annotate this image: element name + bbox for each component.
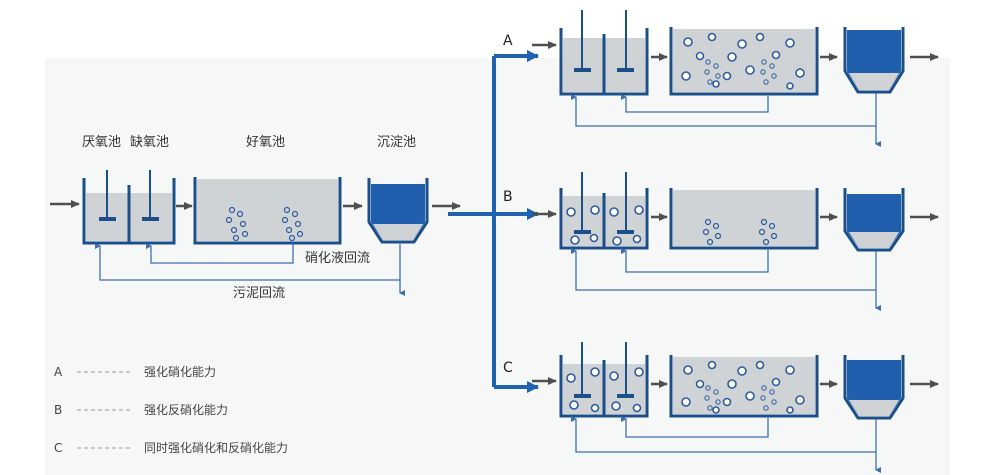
branch-c-nitrate-recycle bbox=[621, 416, 769, 438]
mixer-icon bbox=[617, 342, 634, 398]
aerobic-fill bbox=[197, 179, 338, 241]
aeration-bubble-icon bbox=[681, 32, 805, 90]
nitrate-recycle-line bbox=[146, 243, 294, 264]
mixer-icon bbox=[617, 10, 634, 72]
branch-b-settling-frame bbox=[843, 188, 905, 252]
branch-b-settling-sludge bbox=[849, 232, 899, 248]
branch-c-settling-sludge bbox=[849, 400, 899, 416]
legend-letter: A bbox=[54, 365, 63, 379]
base-process: 厌氧池 缺氧池 好氧池 沉淀池 bbox=[50, 135, 461, 301]
legend-letter: C bbox=[54, 441, 62, 455]
carrier-bubble-icon bbox=[566, 205, 644, 246]
legend-text: 强化硝化能力 bbox=[144, 365, 216, 379]
aeration-bubble-icon bbox=[225, 206, 304, 242]
settling-tank bbox=[367, 178, 429, 244]
branch-a-sludge-return bbox=[571, 93, 877, 127]
branch-c-process bbox=[532, 342, 939, 473]
branch-a-settling-sludge bbox=[849, 73, 899, 90]
mixer-icon bbox=[574, 172, 591, 234]
mixer-icon bbox=[99, 170, 116, 221]
anaerobic-anoxic-tanks bbox=[82, 170, 176, 245]
legend-letter: B bbox=[54, 403, 62, 417]
legend-item-a: A 强化硝化能力 bbox=[54, 365, 216, 379]
branch-a-aerobic-frame bbox=[669, 27, 819, 96]
legend-text: 同时强化硝化和反硝化能力 bbox=[144, 441, 288, 455]
sludge-return-label: 污泥回流 bbox=[233, 286, 285, 301]
settling-sludge bbox=[373, 224, 423, 240]
branch-a-settling-frame bbox=[843, 27, 905, 94]
branch-c-letter: C bbox=[503, 360, 513, 376]
branch-b-letter: B bbox=[503, 189, 513, 205]
anaerobic-tank-label: 厌氧池 bbox=[82, 135, 121, 150]
aerobic-tank-label: 好氧池 bbox=[246, 135, 285, 150]
branch-c-aerobic-frame bbox=[669, 355, 819, 418]
aerobic-frame bbox=[193, 177, 342, 245]
branch-a-process bbox=[532, 10, 939, 147]
branch-c-sludge-return bbox=[571, 416, 877, 453]
aeration-bubble-icon bbox=[702, 218, 778, 246]
anoxic-tank-label: 缺氧池 bbox=[130, 135, 169, 150]
branch-b-sludge-return bbox=[571, 248, 877, 291]
branch-b-aerobic-fill bbox=[673, 190, 815, 246]
branch-b-process bbox=[532, 172, 939, 311]
branch-c-settling-frame bbox=[843, 355, 905, 420]
settling-tank-label: 沉淀池 bbox=[377, 135, 416, 150]
settling-frame bbox=[367, 178, 429, 244]
mixer-icon bbox=[574, 342, 591, 398]
legend: A 强化硝化能力 B 强化反硝化能力 C 同时强化硝化和反硝化能力 bbox=[54, 365, 288, 455]
mixer-icon bbox=[617, 172, 634, 234]
branch-b-nitrate-recycle bbox=[621, 248, 769, 273]
branch-a-letter: A bbox=[503, 33, 513, 49]
branch-b-aerobic-frame bbox=[669, 188, 819, 250]
branch-c-aerobic-fill bbox=[673, 357, 815, 414]
aerobic-tank bbox=[193, 177, 342, 245]
sludge-return-line bbox=[95, 242, 401, 281]
legend-item-b: B 强化反硝化能力 bbox=[54, 403, 228, 417]
legend-item-c: C 同时强化硝化和反硝化能力 bbox=[54, 441, 288, 455]
aeration-bubble-icon bbox=[681, 360, 805, 414]
mixer-icon bbox=[142, 170, 159, 221]
branch-a-aerobic-fill bbox=[673, 29, 815, 92]
branch-a-nitrate-recycle bbox=[621, 94, 769, 113]
legend-text: 强化反硝化能力 bbox=[144, 403, 228, 417]
mixer-icon bbox=[574, 10, 591, 72]
carrier-bubble-icon bbox=[566, 367, 644, 413]
branch-connector: A B C bbox=[448, 33, 539, 393]
nitrate-recycle-label: 硝化液回流 bbox=[305, 251, 370, 266]
